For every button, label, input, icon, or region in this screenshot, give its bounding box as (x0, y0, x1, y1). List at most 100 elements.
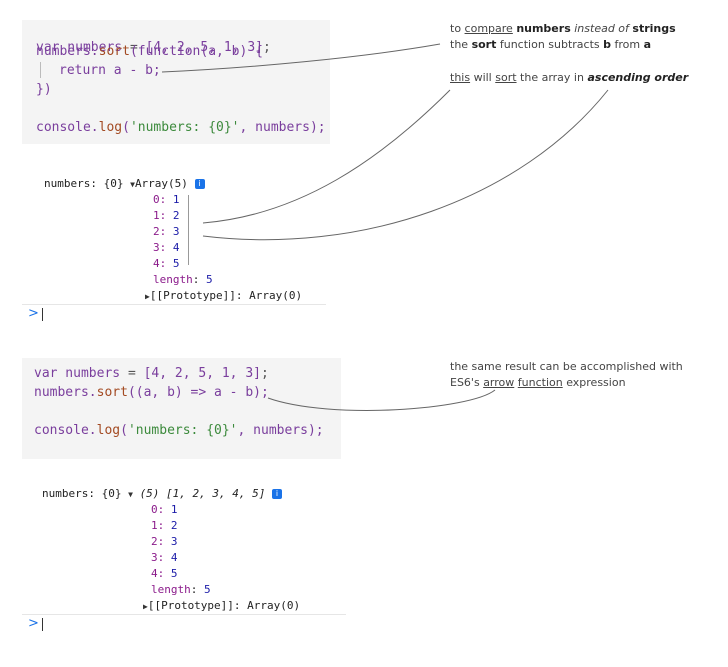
code-line: var numbers = [4, 2, 5, 1, 3]; (34, 366, 269, 381)
string-literal: 'numbers: {0}' (129, 120, 240, 135)
entry-index: 3 (151, 551, 158, 564)
expand-triangle-icon[interactable]: ▼ (128, 490, 133, 499)
console-prompt-icon: > (28, 306, 39, 321)
length-entry: length: 5 (153, 273, 213, 286)
closing-brace: }) (36, 82, 52, 97)
prototype-entry[interactable]: ▶[[Prototype]]: Array(0) (143, 599, 300, 612)
prototype-entry[interactable]: ▶[[Prototype]]: Array(0) (145, 289, 302, 302)
array-summary: (5) [1, 2, 3, 4, 5] (139, 487, 266, 500)
object-ref: numbers. (36, 44, 99, 59)
log-prefix: numbers: {0} (42, 487, 122, 500)
method-name: log (98, 120, 123, 135)
var-name: numbers (59, 40, 130, 55)
entry-index: 0 (153, 193, 160, 206)
entry-index: 2 (153, 225, 160, 238)
array-literal: [4, 2, 5, 1, 3] (145, 40, 263, 55)
code-block-2 (22, 358, 341, 459)
code-line: console.log('numbers: {0}', numbers); (34, 423, 324, 438)
console-log-line[interactable]: numbers: {0} ▼ (5) [1, 2, 3, 4, 5] i (42, 487, 283, 500)
expand-triangle-icon[interactable]: ▶ (143, 602, 148, 611)
semicolon: ; (261, 366, 269, 381)
string-literal: 'numbers: {0}' (127, 423, 238, 438)
code-block-1 (22, 20, 330, 144)
array-summary: Array(5) (134, 177, 188, 190)
return-statement: return a - b; (59, 63, 161, 78)
entry-value: 4 (170, 551, 178, 564)
entry-index: 0 (151, 503, 158, 516)
paren: ( (120, 423, 128, 438)
info-icon[interactable]: i (194, 179, 205, 189)
console-divider (22, 614, 346, 615)
call-args: ((a, b) => a - b); (127, 385, 269, 400)
array-entry: 2: 3 (151, 535, 178, 548)
connector-line (161, 43, 441, 73)
array-entry: 0: 1 (153, 193, 180, 206)
link-arrow[interactable]: arrow (483, 376, 515, 389)
paren: ( (122, 120, 130, 135)
entry-value: 5 (172, 257, 180, 270)
length-entry: length: 5 (151, 583, 211, 596)
keyword: var (34, 366, 58, 381)
length-value: 5 (206, 273, 213, 286)
code-line: numbers.sort((a, b) => a - b); (34, 385, 269, 400)
keyword: var (36, 40, 60, 55)
entry-value: 1 (170, 503, 178, 516)
array-entry: 3: 4 (151, 551, 178, 564)
connector-line (267, 389, 496, 411)
semicolon: ; (263, 40, 271, 55)
object-ref: console. (36, 120, 99, 135)
array-literal: [4, 2, 5, 1, 3] (143, 366, 261, 381)
array-entry: 4: 5 (153, 257, 180, 270)
console-input[interactable] (42, 308, 43, 321)
length-key: length (153, 273, 193, 286)
prototype-label: [[Prototype]]: Array(0) (147, 599, 301, 612)
console-log-line[interactable]: numbers: {0} ▼Array(5) i (44, 177, 205, 190)
var-name: numbers (57, 366, 128, 381)
operator: = (127, 366, 144, 381)
length-key: length (151, 583, 191, 596)
entry-value: 3 (170, 535, 178, 548)
operator: = (129, 40, 146, 55)
annotation-compare-line2: the sort function subtracts b from a (450, 38, 652, 51)
code-line: console.log('numbers: {0}', numbers); (36, 120, 326, 135)
entry-value: 3 (172, 225, 180, 238)
annotation-arrow: the same result can be accomplished with (450, 360, 683, 373)
code-line: numbers.sort(function(a, b) { (36, 44, 263, 59)
console-divider (22, 304, 326, 305)
entry-index: 2 (151, 535, 158, 548)
method-name: log (96, 423, 121, 438)
array-entry: 0: 1 (151, 503, 178, 516)
entry-index: 4 (153, 257, 160, 270)
expand-triangle-icon[interactable]: ▼ (130, 180, 135, 189)
array-entry: 2: 3 (153, 225, 180, 238)
array-entry: 3: 4 (153, 241, 180, 254)
log-prefix: numbers: {0} (44, 177, 124, 190)
entry-value: 2 (170, 519, 178, 532)
link-this[interactable]: this (450, 71, 471, 84)
bracket-line (188, 195, 189, 265)
info-icon[interactable]: i (272, 489, 283, 499)
code-line: var numbers = [4, 2, 5, 1, 3]; (36, 25, 271, 55)
indent-guide (40, 62, 41, 78)
link-compare[interactable]: compare (464, 22, 513, 35)
console-input[interactable] (42, 618, 43, 631)
array-entry: 4: 5 (151, 567, 178, 580)
link-sort[interactable]: sort (495, 71, 517, 84)
method-name: sort (96, 385, 128, 400)
code-line: return a - b; (59, 63, 161, 78)
entry-index: 4 (151, 567, 158, 580)
object-ref: numbers. (34, 385, 97, 400)
object-ref: console. (34, 423, 97, 438)
entry-value: 2 (172, 209, 180, 222)
call-args: (function(a, b) { (129, 44, 263, 59)
console-prompt-icon: > (28, 616, 39, 631)
entry-value: 1 (172, 193, 180, 206)
call-args: , numbers); (237, 423, 324, 438)
entry-index: 3 (153, 241, 160, 254)
link-function[interactable]: function (517, 376, 563, 389)
prototype-label: [[Prototype]]: Array(0) (149, 289, 303, 302)
annotation-ascending: this will sort the array in ascending or… (450, 71, 689, 84)
call-args: , numbers); (239, 120, 326, 135)
expand-triangle-icon[interactable]: ▶ (145, 292, 150, 301)
